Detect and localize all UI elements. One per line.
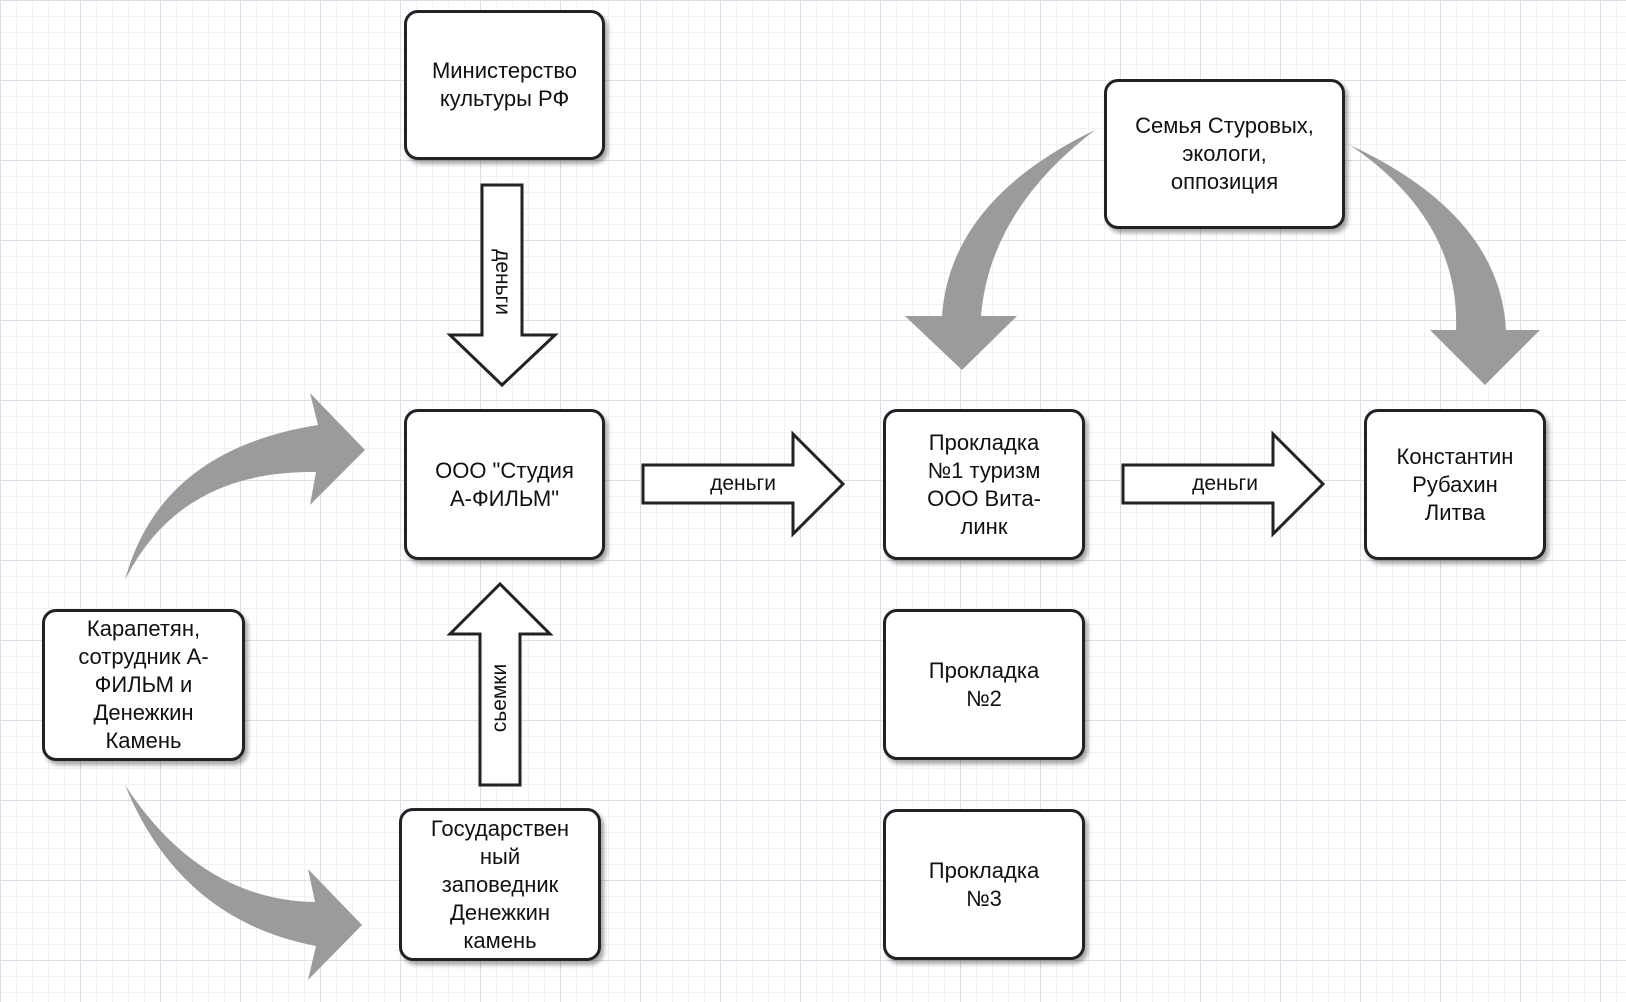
node-karapetyan-label: Карапетян, сотрудник А- ФИЛЬМ и Денежкин… (78, 616, 209, 753)
edge-label-layer1-to-konstantin: деньги (1192, 472, 1258, 495)
node-konstantin-label: Константин Рубахин Литва (1396, 443, 1514, 525)
node-family-label: Семья Стуровых, экологи, оппозиция (1135, 113, 1314, 194)
curved-arrow-karapetyan-to-studio (125, 393, 365, 580)
curved-arrow-family-to-layer1 (905, 130, 1095, 370)
node-reserve-label: Государствен ный заповедник Денежкин кам… (430, 815, 570, 953)
block-arrow-layer1-to-konstantin (1121, 430, 1326, 538)
node-layer2-label: Прокладка №2 (928, 657, 1040, 711)
node-karapetyan: Карапетян, сотрудник А- ФИЛЬМ и Денежкин… (42, 609, 245, 761)
edge-label-reserve-to-studio: сьемки (488, 663, 511, 733)
node-ministry: Министерство культуры РФ (404, 10, 605, 160)
node-layer1-label: Прокладка №1 туризм ООО Вита- линк (927, 429, 1041, 539)
edge-label-ministry-to-studio: деньги (491, 249, 514, 315)
block-arrow-studio-to-layer1 (641, 430, 846, 538)
node-family: Семья Стуровых, экологи, оппозиция (1104, 79, 1345, 229)
edge-label-studio-to-layer1: деньги (710, 472, 776, 495)
node-layer2: Прокладка №2 (883, 609, 1085, 760)
node-studio-label: ООО "Студия А-ФИЛЬМ" (435, 457, 574, 511)
curved-arrow-family-to-konstantin (1350, 145, 1540, 385)
node-layer3-label: Прокладка №3 (928, 857, 1040, 911)
block-arrow-reserve-to-studio (446, 581, 554, 787)
curved-arrow-karapetyan-to-reserve (125, 785, 362, 980)
block-arrow-ministry-to-studio (446, 183, 559, 388)
node-layer3: Прокладка №3 (883, 809, 1085, 960)
node-studio: ООО "Студия А-ФИЛЬМ" (404, 409, 605, 560)
node-reserve: Государствен ный заповедник Денежкин кам… (399, 808, 601, 961)
node-ministry-label: Министерство культуры РФ (431, 58, 578, 111)
node-konstantin: Константин Рубахин Литва (1364, 409, 1546, 560)
node-layer1: Прокладка №1 туризм ООО Вита- линк (883, 409, 1085, 560)
